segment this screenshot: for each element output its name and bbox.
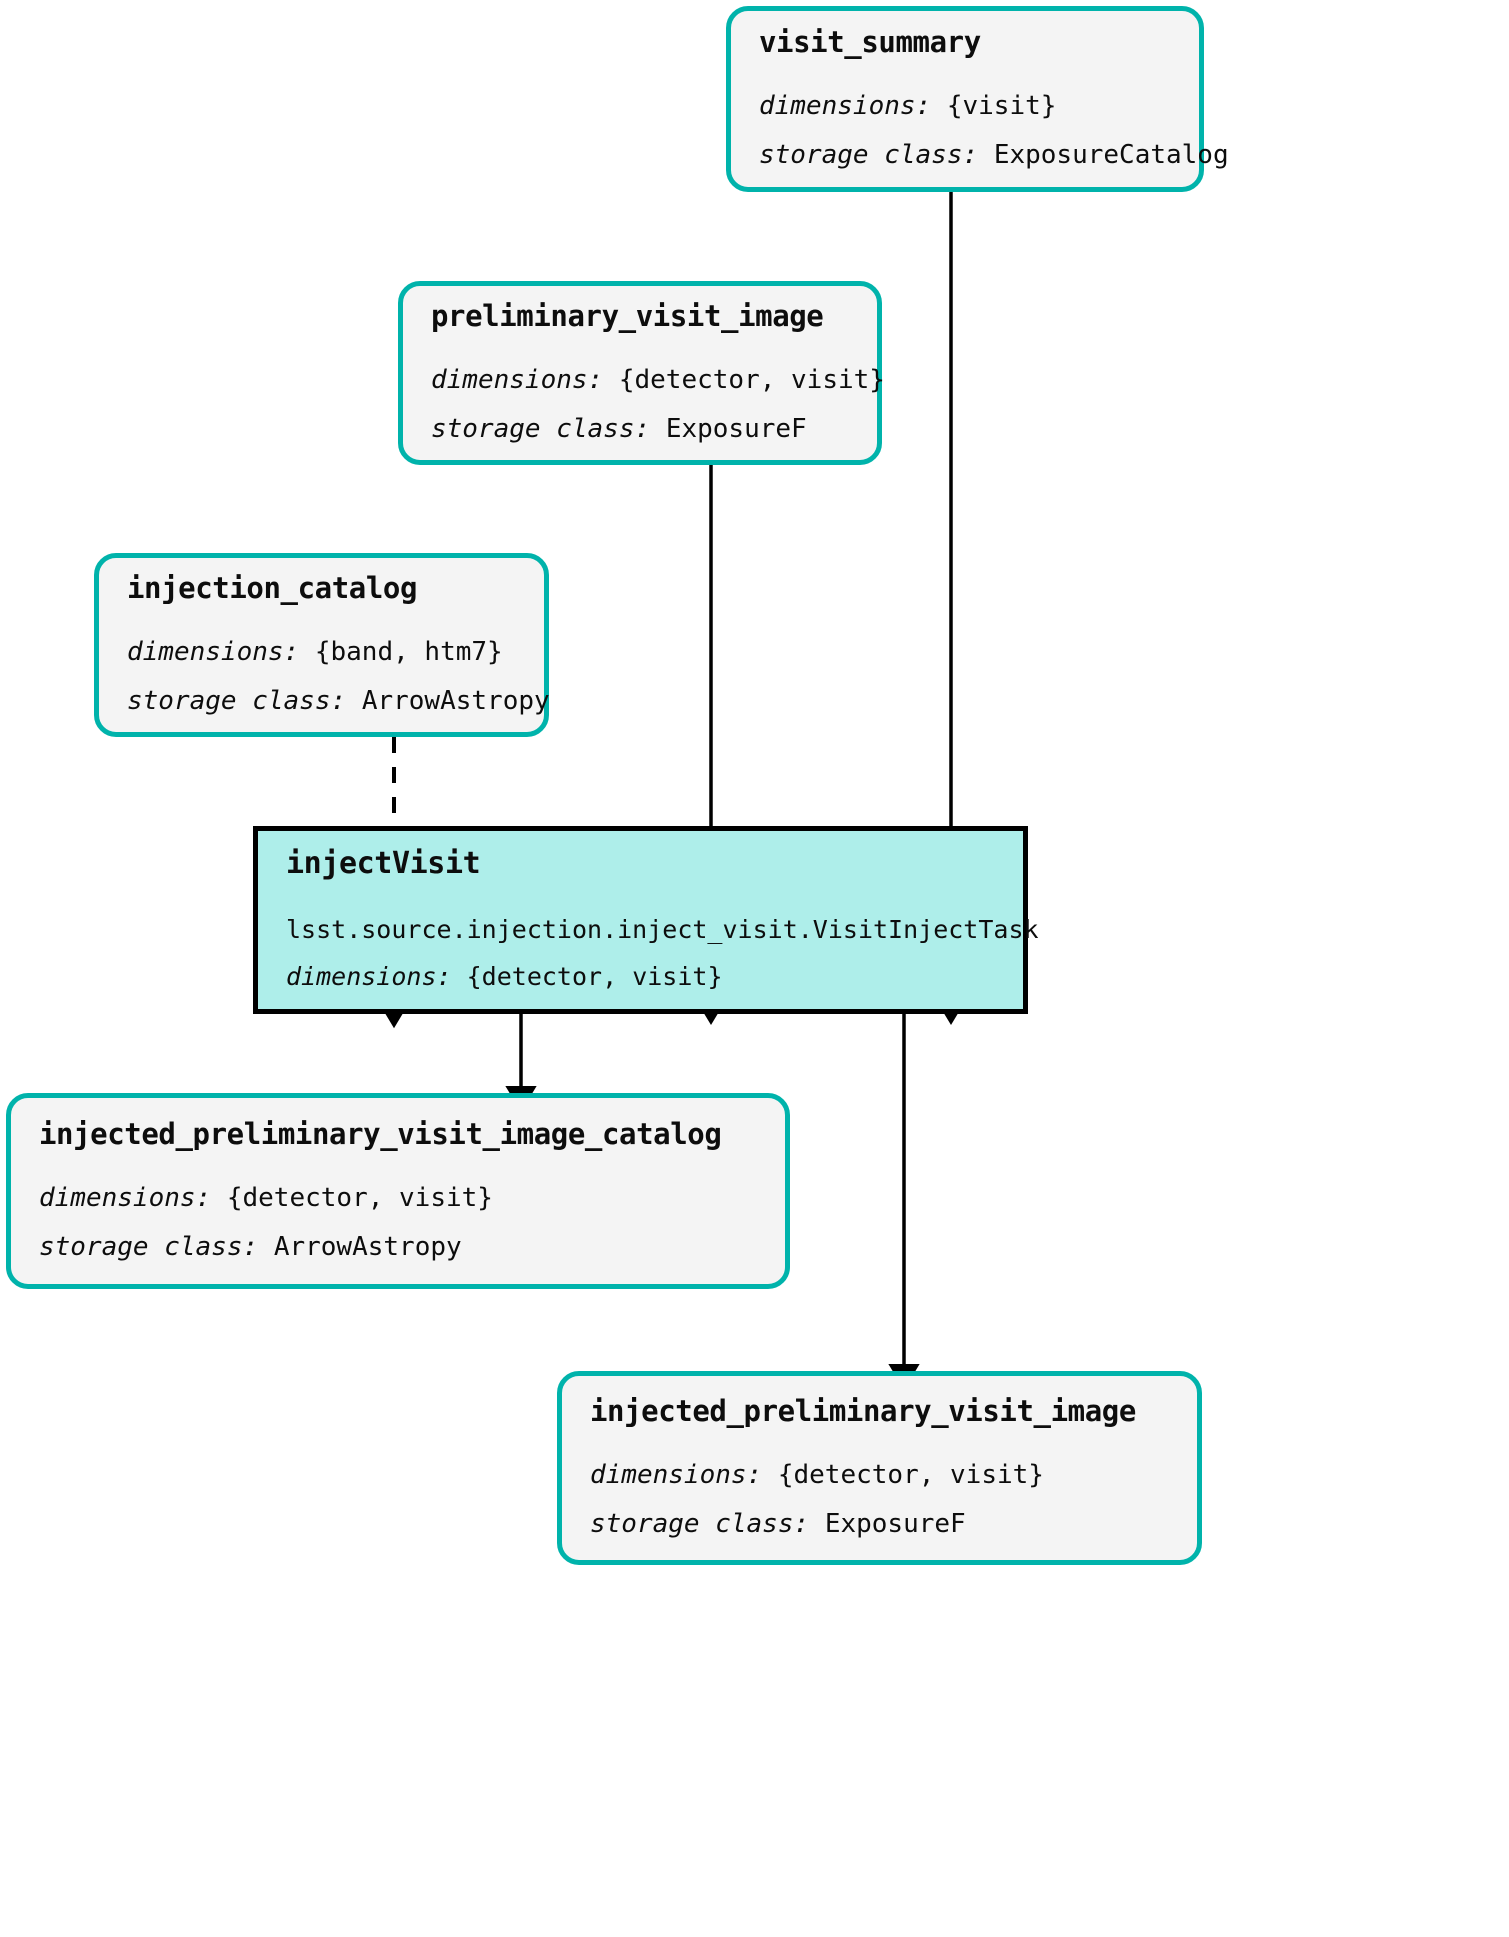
dataset-storage-class-row: storage class: ExposureF: [431, 411, 849, 447]
dataset-storage-class-row: storage class: ExposureCatalog: [759, 137, 1229, 173]
dataset-node-visit-summary[interactable]: visit_summary dimensions: {visit} storag…: [726, 6, 1229, 192]
dimensions-label: dimensions:: [127, 637, 315, 668]
dataset-storage-class-row: storage class: ArrowAstropy: [127, 683, 550, 719]
dimensions-value: {detector, visit}: [777, 1460, 1044, 1491]
dimensions-value: {visit}: [946, 91, 1057, 122]
dataset-dimensions-row: dimensions: {visit}: [759, 88, 1171, 124]
dimensions-label: dimensions:: [590, 1460, 778, 1491]
dimensions-label: dimensions:: [759, 91, 947, 122]
task-node-injectvisit[interactable]: injectVisit lsst.source.injection.inject…: [253, 826, 1039, 1014]
dataset-title: injection_catalog: [127, 571, 418, 606]
dimensions-label: dimensions:: [431, 365, 619, 396]
task-dimensions-row: dimensions: {detector, visit}: [286, 959, 995, 994]
dataset-dimensions-row: dimensions: {detector, visit}: [431, 362, 885, 398]
storage-class-label: storage class:: [39, 1231, 274, 1262]
storage-class-label: storage class:: [590, 1508, 825, 1539]
dataset-storage-class-row: storage class: ArrowAstropy: [39, 1229, 757, 1265]
task-class-row: lsst.source.injection.inject_visit.Visit…: [286, 915, 1039, 945]
dataset-dimensions-row: dimensions: {band, htm7}: [127, 634, 516, 670]
dataset-storage-class-row: storage class: ExposureF: [590, 1506, 1169, 1542]
dataset-title: injected_preliminary_visit_image: [590, 1394, 1136, 1429]
dataset-node-injected-preliminary-visit-image[interactable]: injected_preliminary_visit_image dimensi…: [557, 1371, 1202, 1565]
storage-class-value: ArrowAstropy: [273, 1231, 462, 1262]
dataset-title: injected_preliminary_visit_image_catalog: [39, 1117, 722, 1152]
dimensions-value: {detector, visit}: [226, 1183, 493, 1214]
dimensions-label: dimensions:: [286, 962, 467, 992]
dimensions-value: {detector, visit}: [618, 365, 885, 396]
dataset-dimensions-row: dimensions: {detector, visit}: [590, 1457, 1169, 1493]
dataset-title: visit_summary: [759, 25, 981, 60]
dataset-dimensions-row: dimensions: {detector, visit}: [39, 1180, 757, 1216]
storage-class-value: ExposureCatalog: [993, 139, 1229, 170]
dataset-title: preliminary_visit_image: [431, 299, 824, 334]
storage-class-value: ExposureF: [824, 1508, 966, 1539]
dataset-node-injected-preliminary-visit-image-catalog[interactable]: injected_preliminary_visit_image_catalog…: [6, 1093, 790, 1289]
task-title: injectVisit: [286, 845, 481, 881]
dataset-node-injection-catalog[interactable]: injection_catalog dimensions: {band, htm…: [94, 553, 550, 737]
storage-class-value: ArrowAstropy: [361, 685, 550, 716]
storage-class-label: storage class:: [127, 685, 362, 716]
storage-class-label: storage class:: [759, 139, 994, 170]
dimensions-label: dimensions:: [39, 1183, 227, 1214]
storage-class-label: storage class:: [431, 413, 666, 444]
dimensions-value: {detector, visit}: [466, 962, 723, 992]
dataset-node-preliminary-visit-image[interactable]: preliminary_visit_image dimensions: {det…: [398, 281, 885, 465]
storage-class-value: ExposureF: [665, 413, 807, 444]
dimensions-value: {band, htm7}: [314, 637, 503, 668]
